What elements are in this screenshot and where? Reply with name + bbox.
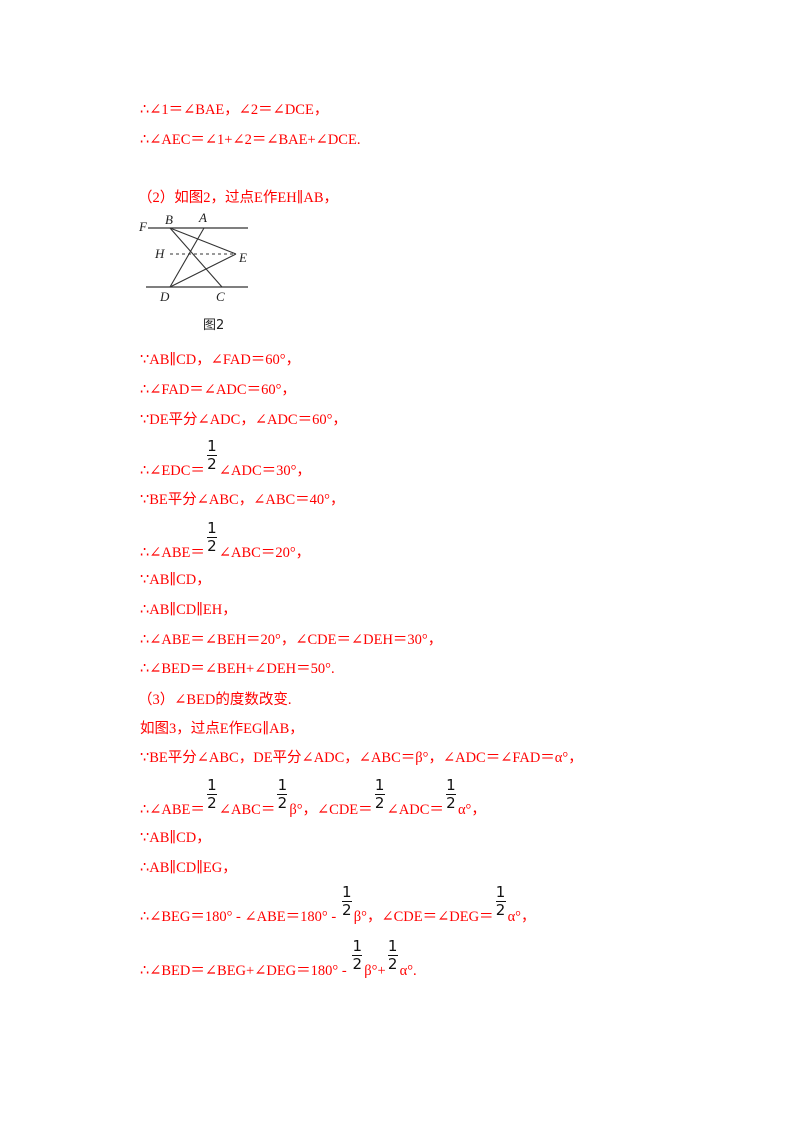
proof-line: ∵AB∥CD，∠FAD＝60°， [140,352,301,368]
part3-heading: （3）∠BED的度数改变. [138,692,292,708]
label-A: A [198,210,207,225]
text-segment: ∠ABC＝20°， [218,545,311,561]
text-segment: ∠ADC＝30°， [218,463,311,479]
proof-line: ∵BE平分∠ABC，DE平分∠ADC，∠ABC＝β°，∠ADC＝∠FAD＝α°， [140,750,583,766]
proof-line: 如图3，过点E作EG∥AB， [140,721,304,737]
text-segment: α°， [457,802,486,818]
text-segment: β°，∠CDE＝ [289,802,373,818]
proof-line: ∴∠ABE＝∠BEH＝20°，∠CDE＝∠DEH＝30°， [140,632,443,648]
parallel-lines-diagram: F B A H E D C [138,210,248,304]
figure-caption: 图2 [203,318,225,333]
text-segment: ∴∠BEG＝180° - ∠ABE＝180° - [140,909,340,925]
proof-line: ∴∠FAD＝∠ADC＝60°， [140,382,296,398]
text-segment: ∠ADC＝ [386,802,444,818]
text-segment: ∴∠ABE＝ [140,545,205,561]
proof-line: ∴AB∥CD∥EH， [140,602,237,618]
proof-line: ∴∠AEC＝∠1+∠2＝∠BAE+∠DCE. [140,132,361,148]
text-segment: β°，∠CDE＝∠DEG＝ [353,909,494,925]
text-segment: α°， [507,909,536,925]
label-D: D [159,289,170,304]
proof-line: ∵DE平分∠ADC，∠ADC＝60°， [140,412,347,428]
label-B: B [165,212,173,227]
text-segment: ∠ABC＝ [218,802,276,818]
text-segment: ∴∠ABE＝ [140,802,205,818]
proof-line: ∴AB∥CD∥EG， [140,860,237,876]
text-segment: β°+ [364,963,386,979]
text-segment: α°. [399,963,417,979]
proof-line: ∵AB∥CD， [140,830,211,846]
geometry-figure-2: F B A H E D C [138,208,268,333]
proof-line: ∵BE平分∠ABC，∠ABC＝40°， [140,492,345,508]
text-segment: ∴∠EDC＝ [140,463,205,479]
label-E: E [238,250,247,265]
part2-heading: （2）如图2，过点E作EH∥AB， [138,190,339,206]
proof-line: ∴∠1＝∠BAE，∠2＝∠DCE， [140,102,329,118]
label-F: F [138,219,148,234]
label-C: C [216,289,225,304]
proof-line: ∵AB∥CD， [140,572,211,588]
label-H: H [154,246,165,261]
proof-line: ∴∠BED＝∠BEH+∠DEH＝50°. [140,661,335,677]
text-segment: ∴∠BED＝∠BEG+∠DEG＝180° - [140,963,351,979]
